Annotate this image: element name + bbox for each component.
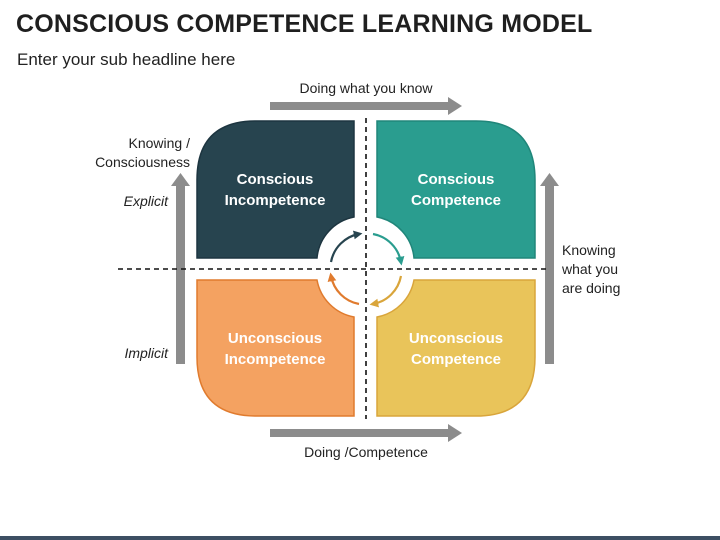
quadrant-label-line: Unconscious (408, 330, 504, 347)
quadrant-label-unconscious-competence: Unconscious Competence (376, 328, 536, 370)
left-axis-label: Knowing / Consciousness (70, 134, 190, 172)
explicit-label: Explicit (123, 193, 168, 209)
quadrant-unconscious-incompetence (196, 279, 355, 417)
footer-bar (0, 536, 720, 540)
right-axis-label: Knowing what you are doing (562, 241, 682, 298)
quadrant-label-line: Incompetence (224, 192, 326, 209)
top-axis-label: Doing what you know (299, 80, 433, 96)
right-axis-arrow-icon (540, 173, 559, 364)
quadrant-label-unconscious-incompetence: Unconscious Incompetence (195, 328, 355, 370)
quadrant-label-conscious-incompetence: Conscious Incompetence (195, 169, 355, 211)
right-axis-label-line: Knowing (562, 242, 616, 258)
bottom-axis-arrow-icon (270, 424, 462, 442)
quadrant-label-conscious-competence: Conscious Competence (376, 169, 536, 211)
left-axis-label-line: Consciousness (95, 154, 190, 170)
quadrant-conscious-incompetence (196, 120, 355, 259)
quadrant-label-line: Unconscious (227, 330, 323, 347)
left-axis-label-line: Knowing / (128, 135, 190, 151)
left-axis-arrow-icon (171, 173, 190, 364)
right-axis-label-line: what you (562, 261, 619, 277)
quadrant-label-line: Competence (410, 192, 502, 209)
bottom-axis-label: Doing /Competence (304, 444, 428, 460)
quadrant-label-line: Competence (410, 351, 502, 368)
page-subtitle: Enter your sub headline here (17, 50, 236, 69)
page-title: CONSCIOUS COMPETENCE LEARNING MODEL (16, 10, 593, 38)
quadrant-label-line: Incompetence (224, 351, 326, 368)
cycle-arrows-icon (327, 230, 405, 308)
quadrant-conscious-competence (376, 120, 536, 259)
implicit-label: Implicit (124, 345, 168, 361)
top-axis-arrow-icon (270, 97, 462, 115)
right-axis-label-line: are doing (562, 280, 621, 296)
quadrant-label-line: Conscious (236, 171, 314, 188)
quadrant-unconscious-competence (376, 279, 536, 417)
quadrant-label-line: Conscious (417, 171, 495, 188)
